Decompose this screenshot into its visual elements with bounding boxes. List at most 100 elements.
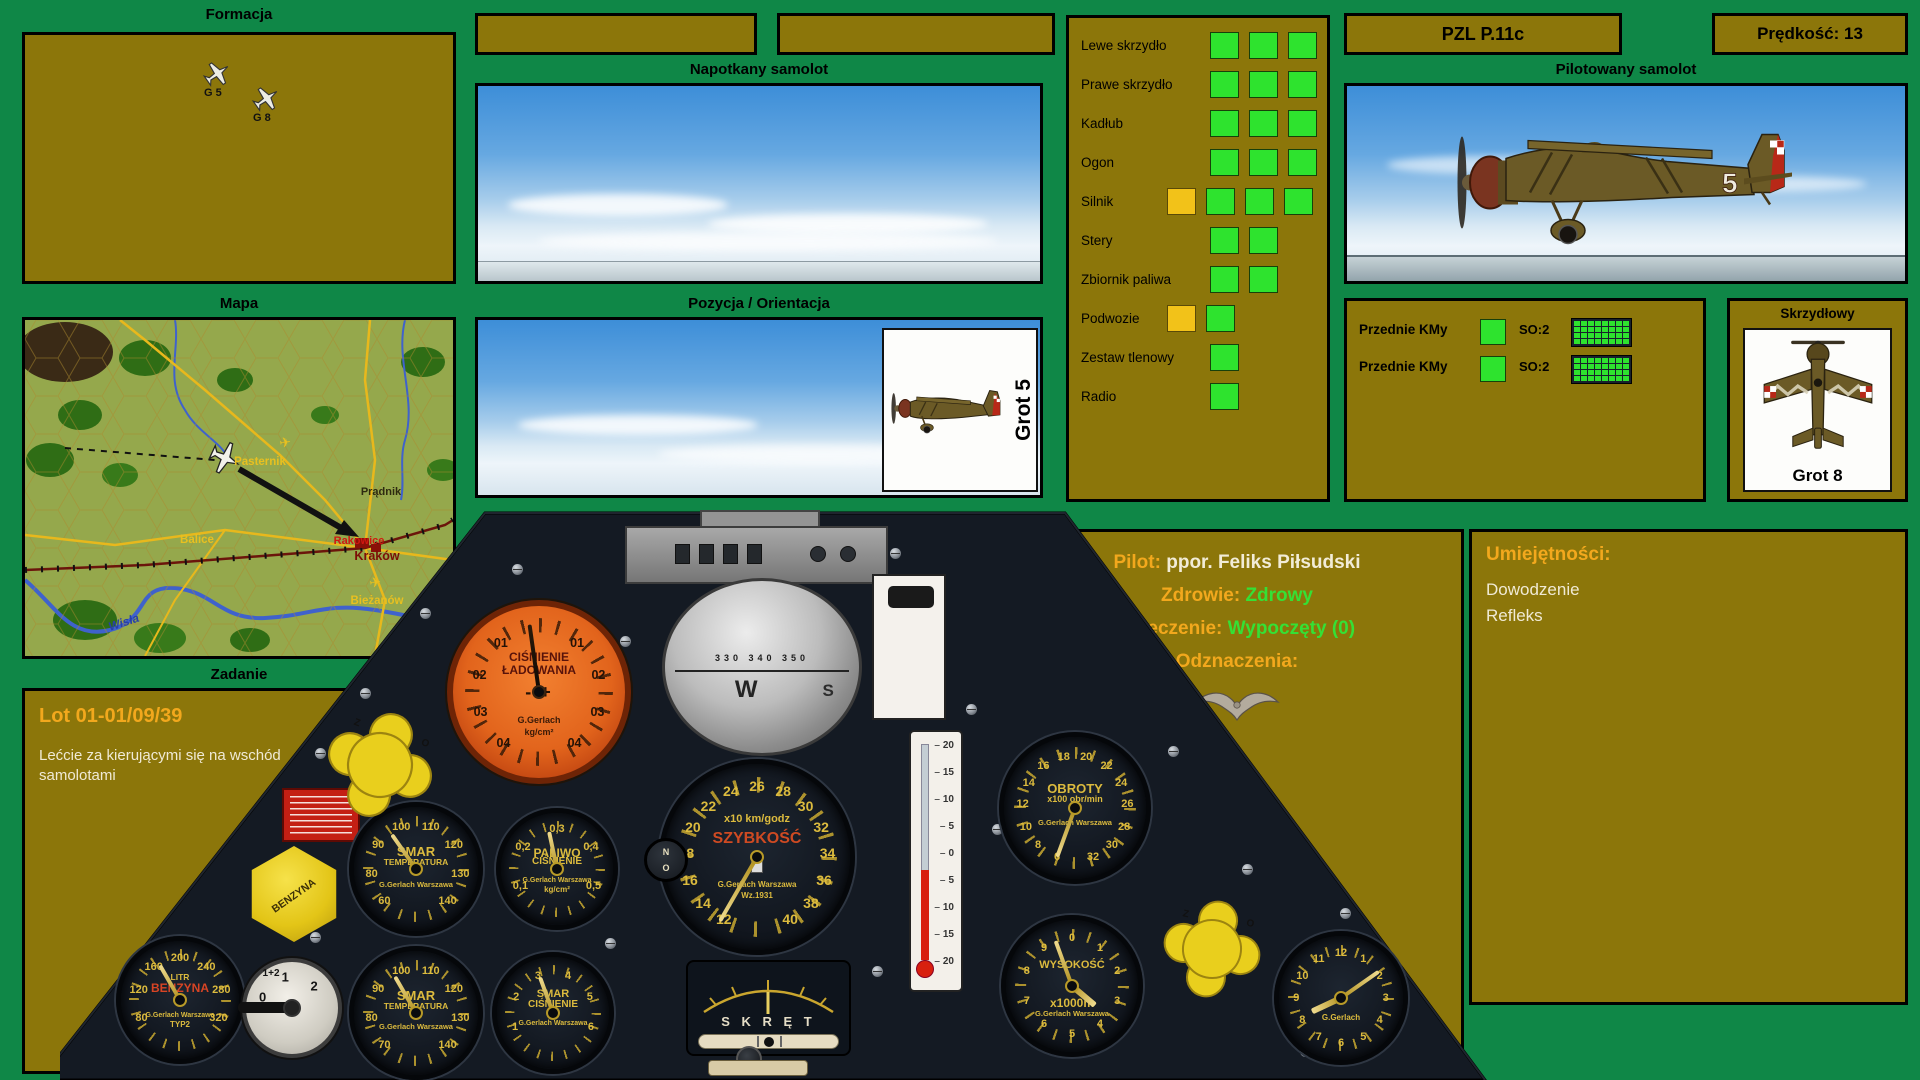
damage-square-hit	[1167, 305, 1196, 332]
damage-cells	[1210, 266, 1278, 293]
needle-hub	[409, 1006, 423, 1020]
map-player-plane-icon	[207, 441, 240, 474]
screw	[420, 608, 431, 619]
damage-square-ok	[1210, 71, 1239, 98]
damage-square-ok	[1210, 266, 1239, 293]
dial-number: 120	[444, 983, 463, 996]
dial-number: 5	[586, 990, 593, 1003]
throttle-knob-left[interactable]: Z O	[310, 695, 451, 836]
dial-number: 2	[513, 990, 520, 1003]
trim-knob-right[interactable]: Z O	[1153, 890, 1272, 1009]
ammo-cell	[1574, 327, 1580, 332]
dial-number: 0	[258, 989, 267, 1005]
damage-square-ok	[1288, 32, 1317, 59]
damage-part-label: Zbiornik paliwa	[1081, 272, 1172, 287]
thermometer-bulb	[916, 960, 934, 978]
gauge-name: PALIWO	[533, 845, 581, 860]
dial-number: 7	[1023, 994, 1030, 1007]
dial-number: 2	[1376, 969, 1383, 982]
decoration-badge-wrap	[1069, 684, 1461, 731]
ammo-cell	[1588, 364, 1594, 369]
fuel-valve-knob[interactable]: N O	[644, 838, 688, 882]
wingman-panel: Skrzydłowy Grot 8	[1727, 298, 1908, 502]
screw	[310, 932, 321, 943]
gauge-pattern: Wz.1931	[741, 891, 773, 901]
gauge-maker: G.Gerlach Warszawa	[717, 880, 797, 890]
skills-panel: Umiejętności: Dowodzenie Refleks	[1469, 529, 1908, 1005]
gauge-unit: x10 km/godz	[723, 813, 791, 826]
ammo-cell	[1623, 358, 1629, 363]
ammo-cell	[1609, 339, 1615, 344]
white-placard	[872, 574, 946, 720]
ammo-cell	[1623, 327, 1629, 332]
ammo-cell	[1581, 327, 1587, 332]
thermo-label: 5	[940, 821, 954, 832]
ammo-cell	[1588, 370, 1594, 375]
dial-number: 140	[438, 894, 457, 907]
gauge-name: CIŚNIENIE	[508, 649, 569, 664]
screw	[360, 688, 371, 699]
needle-hub	[1065, 979, 1079, 993]
dial-number: 22	[700, 797, 717, 814]
deviation-card	[708, 1060, 808, 1076]
map-label-pradnik: Prądnik	[361, 486, 402, 498]
map-title: Mapa	[219, 295, 259, 312]
gauge-maker: G.Gerlach	[517, 715, 561, 726]
damage-row: Silnik	[1069, 182, 1327, 221]
knob-shape	[328, 713, 432, 817]
gauge-maker: G.Gerlach Warszawa	[1035, 1008, 1109, 1018]
placard-mark	[888, 586, 934, 608]
dial-number: 26	[1121, 798, 1134, 811]
dial-number: 20	[1080, 750, 1093, 763]
dial-number: 6	[587, 1020, 594, 1033]
dial-number: 10	[1019, 820, 1032, 833]
dial-number: 9	[1041, 941, 1048, 954]
slip-ball	[763, 1037, 774, 1047]
damage-row: Zestaw tlenowy	[1069, 338, 1327, 377]
thermo-label: 20	[934, 956, 954, 967]
needle-hub	[1334, 991, 1348, 1005]
weapon-row: Przednie KMy SO:2	[1347, 354, 1703, 384]
damage-part-label: Prawe skrzydło	[1081, 77, 1173, 92]
damage-cells	[1167, 188, 1313, 215]
damage-square-ok	[1288, 110, 1317, 137]
dial-number: 02	[591, 667, 606, 682]
damage-square-ok	[1245, 188, 1274, 215]
damage-row: Ogon	[1069, 143, 1327, 182]
dial-number: 3	[1114, 994, 1121, 1007]
damage-square-ok	[1249, 71, 1278, 98]
dial-number: 0,5	[585, 880, 602, 893]
screw	[512, 564, 523, 575]
orientation-view: Grot 5	[475, 317, 1043, 498]
status-box-left	[475, 13, 757, 55]
ammo-cell	[1609, 364, 1615, 369]
wingman-plane-top-view	[1763, 340, 1873, 449]
weapon-status-square	[1480, 356, 1506, 382]
dial-number: 16	[1037, 759, 1050, 772]
dial-number: 12	[1334, 947, 1348, 960]
screw	[1340, 908, 1351, 919]
map: ✈ ✈ Pasternik Prądnik Balice Rakowice Kr…	[17, 319, 459, 662]
damage-square-ok	[1249, 149, 1278, 176]
screw	[1168, 746, 1179, 757]
damage-part-label: Stery	[1081, 233, 1113, 248]
map-label-krakow: Kraków	[354, 549, 399, 563]
dial-number: 38	[803, 894, 819, 911]
dial-number: 03	[590, 705, 605, 720]
ammo-cell	[1574, 339, 1580, 344]
magneto-extra-label: 1+2	[262, 968, 280, 980]
own-plane-side-icon	[891, 389, 1001, 434]
ammo-label: SO:2	[1519, 359, 1550, 374]
weapon-status-square	[1480, 319, 1506, 345]
damage-part-label: Silnik	[1081, 194, 1114, 209]
ammo-cell	[1602, 327, 1608, 332]
dial-number: 140	[438, 1038, 457, 1051]
thermometer-fluid	[921, 870, 929, 960]
damage-square-ok	[1210, 149, 1239, 176]
ammo-cell	[1616, 358, 1622, 363]
